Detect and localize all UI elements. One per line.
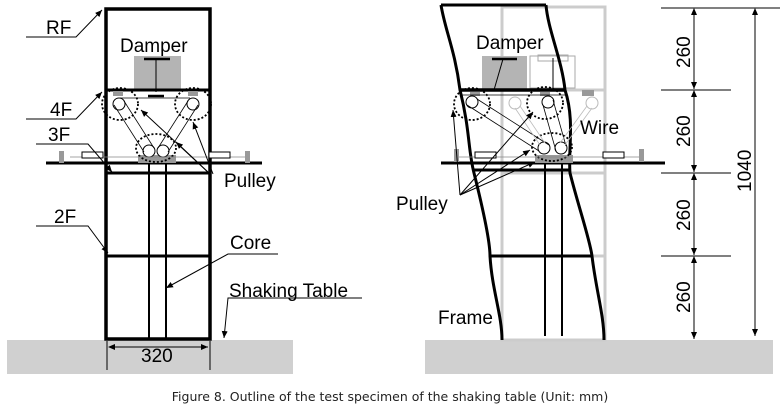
width-dimension: 320	[141, 346, 173, 367]
label-pulley-right: Pulley	[396, 194, 448, 215]
label-damper-left: Damper	[120, 36, 188, 57]
label-shaking-table: Shaking Table	[229, 281, 348, 302]
label-2f: 2F	[54, 207, 76, 228]
label-core: Core	[230, 233, 271, 254]
story-height-2: 260	[674, 199, 695, 231]
label-4f: 4F	[50, 100, 72, 121]
label-rf: RF	[46, 18, 71, 39]
left-view: RF Damper 4F 3F Pulley 2F Core Shaking T…	[7, 7, 362, 374]
label-3f: 3F	[48, 125, 70, 146]
story-height-3: 260	[674, 115, 695, 147]
label-frame: Frame	[438, 308, 493, 329]
figure-caption: Figure 8. Outline of the test specimen o…	[171, 389, 609, 404]
right-view: Damper Wire Pulley Frame 260 260 260 260…	[396, 3, 780, 374]
label-damper-right: Damper	[476, 33, 544, 54]
damper-block-right	[482, 56, 527, 89]
pulley-top-right	[186, 97, 200, 111]
story-height-4: 260	[674, 36, 695, 68]
deformed-frame-left-column	[439, 4, 504, 341]
deformed-frame-right-column	[544, 4, 606, 341]
label-pulley-left: Pulley	[224, 171, 276, 192]
pulley-top-left	[112, 97, 126, 111]
label-wire: Wire	[580, 118, 619, 139]
total-height: 1040	[735, 150, 756, 192]
damper-block	[134, 56, 181, 89]
shaking-table-base-right	[425, 340, 773, 374]
story-height-1: 260	[674, 281, 695, 313]
